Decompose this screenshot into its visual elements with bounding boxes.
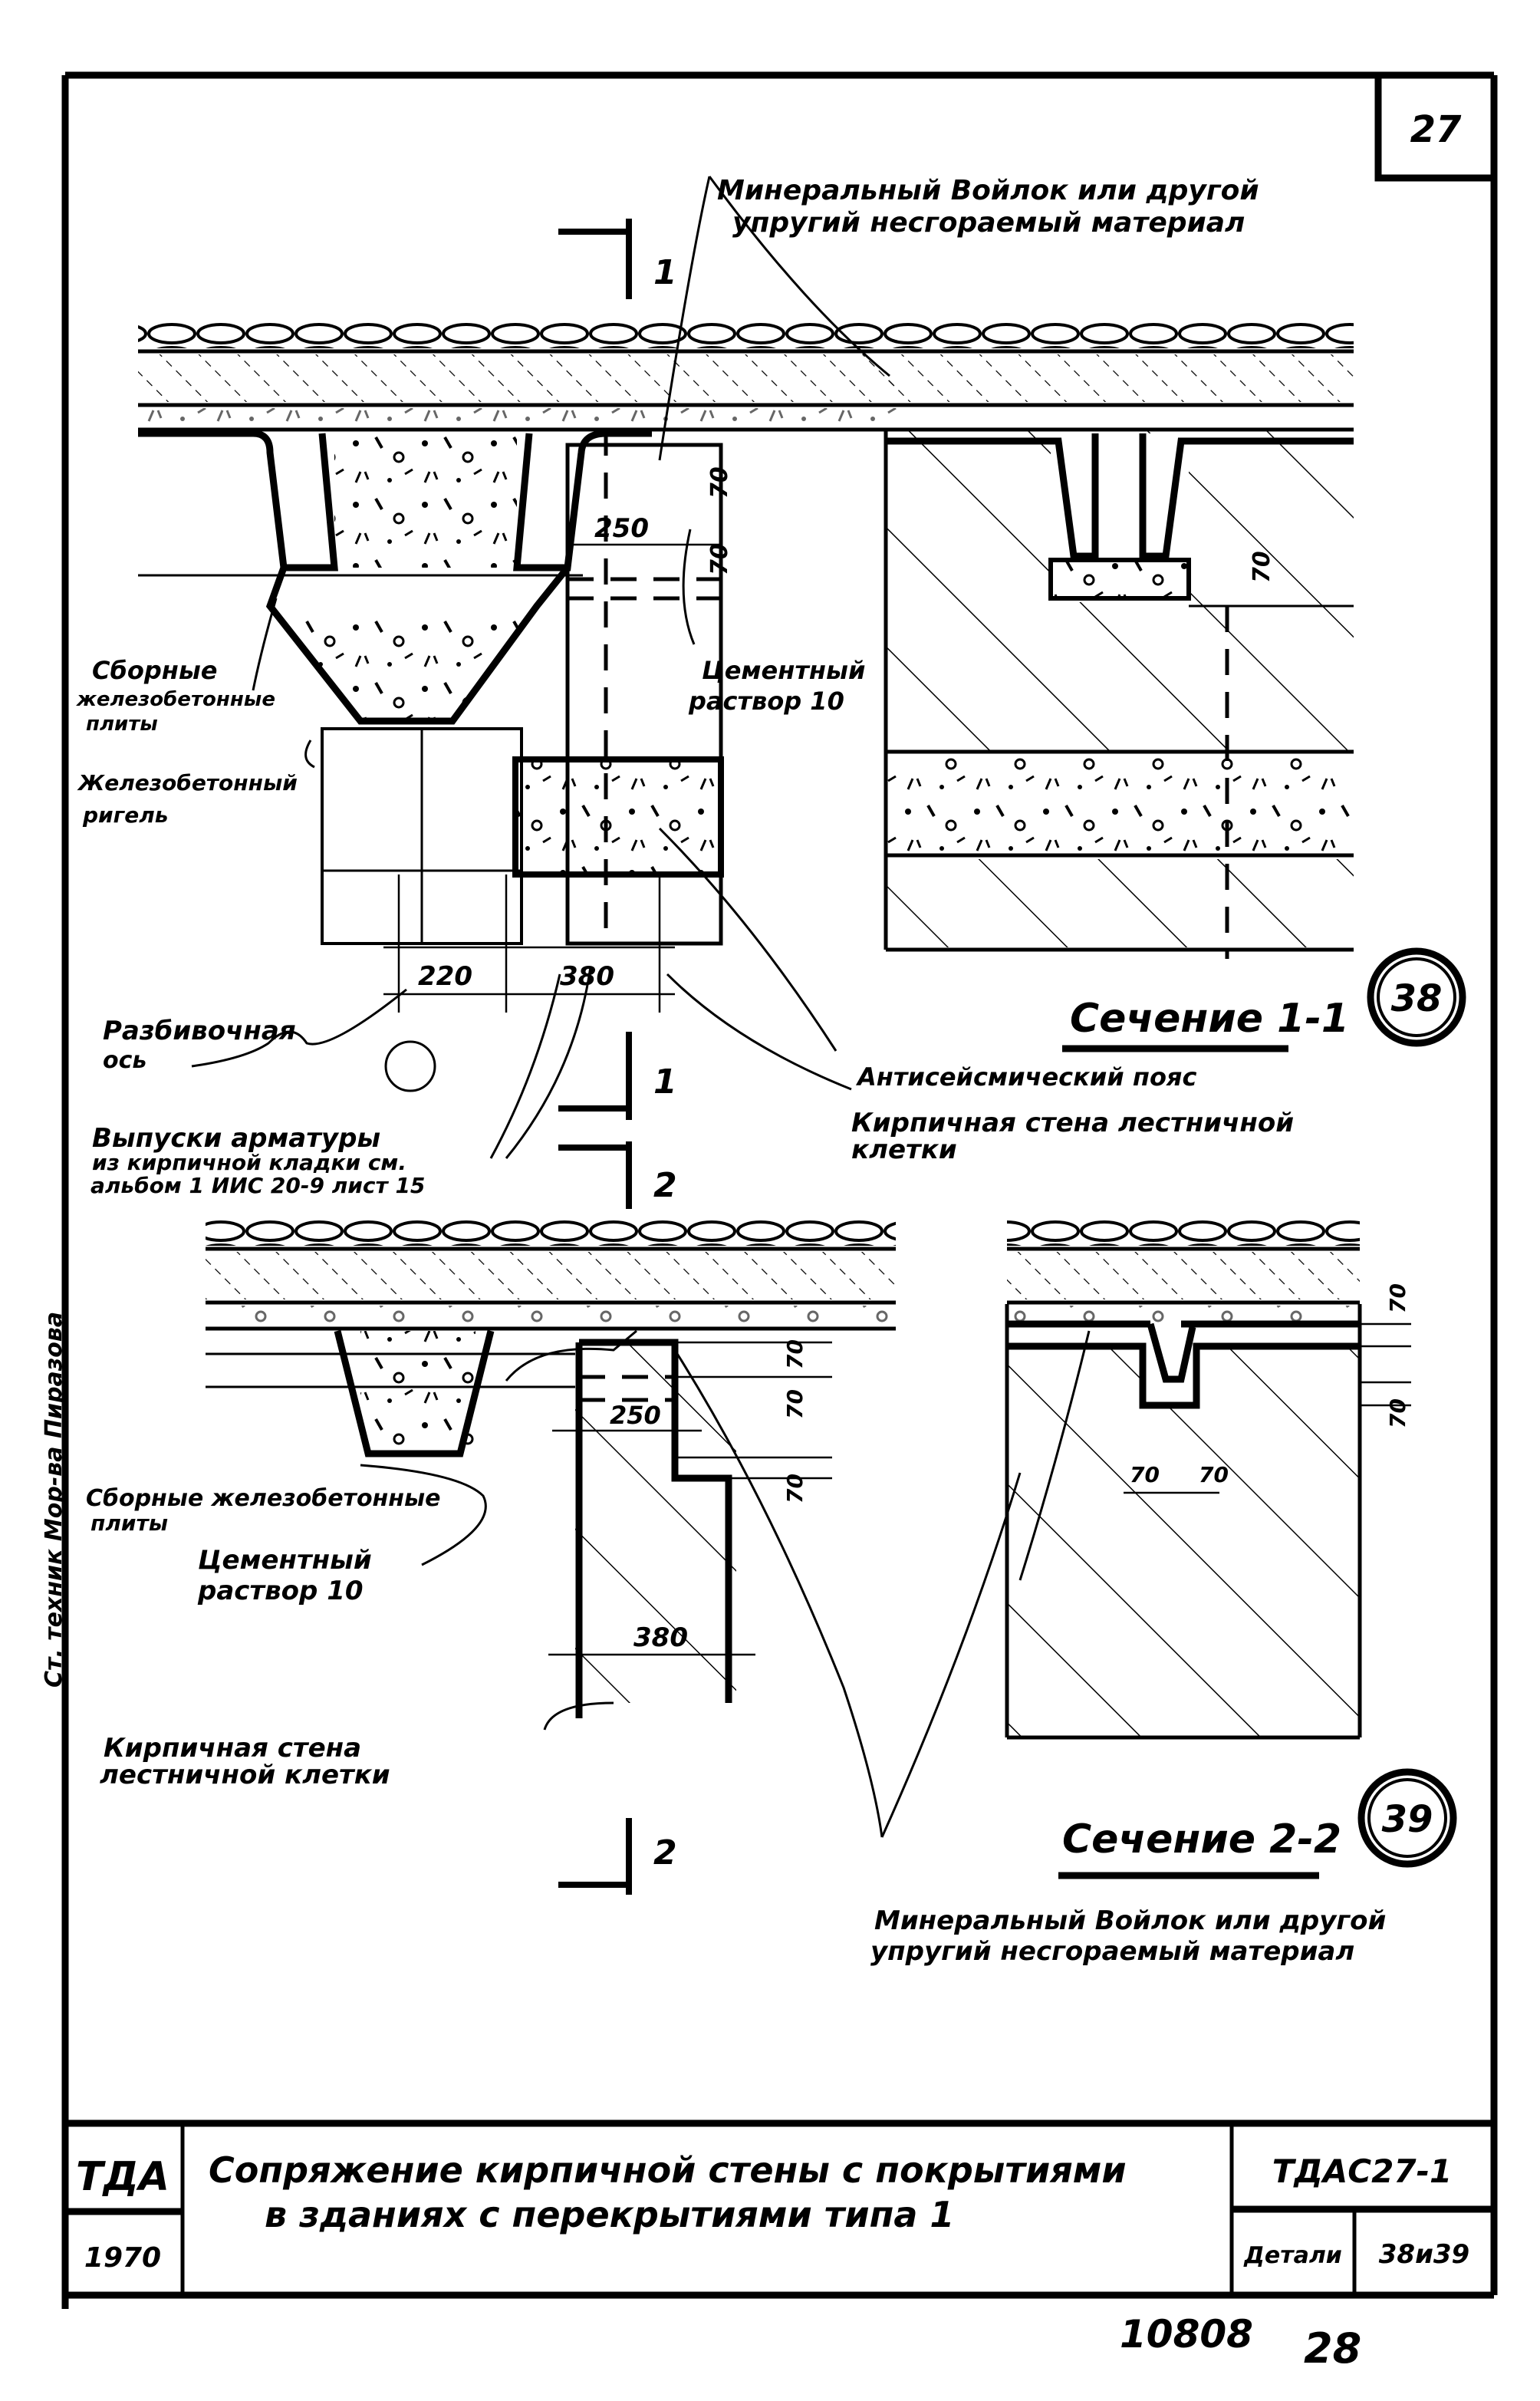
lower-left-detail: 250 380 70 70 70	[206, 1220, 896, 1838]
svg-text:железобетонные: железобетонные	[76, 688, 275, 711]
dim-70-upper-b: 70	[706, 543, 733, 575]
section-1-1-drawing: 70	[884, 322, 1354, 959]
svg-text:1: 1	[653, 253, 677, 292]
svg-text:Минеральный Войлок или другой: Минеральный Войлок или другой	[874, 1905, 1386, 1936]
svg-text:38: 38	[1391, 977, 1443, 1020]
dim-70-lower-mid: 70	[782, 1389, 808, 1419]
section-2-2-drawing: 70 70 70 70	[880, 1220, 1411, 1838]
svg-text:ригель: ригель	[82, 802, 169, 828]
svg-text:упругий несгораемый материал: упругий несгораемый материал	[732, 207, 1245, 239]
title-block: ТДА 1970 Сопряжение кирпичной стены с по…	[61, 2119, 1498, 2299]
svg-text:Минеральный Войлок или другой: Минеральный Войлок или другой	[717, 175, 1259, 206]
svg-text:раствор 10: раствор 10	[197, 1576, 364, 1606]
svg-text:плиты: плиты	[86, 713, 158, 736]
dim-220: 220	[418, 961, 472, 992]
svg-text:Цементный: Цементный	[702, 656, 865, 685]
detail-badge-38: 38	[1367, 947, 1466, 1047]
dim-70-section-1: 70	[1249, 551, 1275, 583]
callout-cement-mortar-lower: Цементный раствор 10	[197, 1545, 372, 1606]
svg-text:2: 2	[653, 1166, 677, 1205]
svg-text:альбом 1 ИИС 20-9 лист 15: альбом 1 ИИС 20-9 лист 15	[90, 1173, 425, 1198]
sheet-number: 27	[1410, 108, 1462, 151]
callout-rebar: Выпуски арматуры из кирпичной кладки см.…	[90, 1123, 425, 1198]
left-margin-stamp: Ст. техник Мор-ва Пиразова	[41, 1074, 69, 1688]
callout-rc-girder: Железобетонный ригель	[77, 770, 298, 828]
svg-text:39: 39	[1382, 1798, 1433, 1841]
section-2-2-title: Сечение 2-2	[1058, 1816, 1341, 1879]
details-label: Детали	[1243, 2242, 1342, 2269]
svg-text:из кирпичной кладки см.: из кирпичной кладки см.	[92, 1150, 406, 1175]
details-value: 38и39	[1379, 2239, 1469, 2270]
callout-brick-wall-lower: Кирпичная стена лестничной клетки	[100, 1733, 390, 1790]
svg-text:Разбивочная: Разбивочная	[103, 1016, 296, 1046]
callout-axis: Разбивочная ось	[103, 1016, 296, 1074]
svg-text:Антисейсмический пояс: Антисейсмический пояс	[855, 1062, 1196, 1092]
page-number: 28	[1304, 2324, 1361, 2373]
svg-text:Железобетонный: Железобетонный	[77, 770, 298, 795]
title-line-1: Сопряжение кирпичной стены с покрытиями	[209, 2149, 1127, 2191]
callout-brick-wall-upper: Кирпичная стена лестничной клетки	[851, 1108, 1294, 1165]
dim-70-s2-side: 70	[1385, 1398, 1410, 1428]
callout-precast-slabs-upper: Сборные железобетонные плиты	[76, 656, 275, 736]
svg-text:Кирпичная стена лестничной: Кирпичная стена лестничной	[851, 1108, 1294, 1138]
dim-250-lower: 250	[610, 1401, 661, 1430]
svg-text:Сборные: Сборные	[92, 656, 217, 685]
svg-text:лестничной клетки: лестничной клетки	[100, 1760, 390, 1790]
svg-text:Кирпичная стена: Кирпичная стена	[104, 1733, 361, 1764]
svg-text:раствор 10: раствор 10	[688, 687, 844, 716]
section-1-1-title: Сечение 1-1	[1062, 996, 1349, 1052]
section-marker-1-bottom: 1	[558, 1032, 677, 1120]
margin-signature-text: Ст. техник Мор-ва Пиразова	[41, 1312, 67, 1688]
svg-text:1: 1	[653, 1062, 677, 1102]
svg-text:Выпуски арматуры: Выпуски арматуры	[92, 1123, 380, 1154]
dim-70-lower-low: 70	[782, 1474, 808, 1504]
svg-text:Цементный: Цементный	[198, 1545, 372, 1576]
axis-marker	[384, 1040, 436, 1092]
section-marker-1-top: 1	[558, 219, 677, 299]
section-marker-2-bottom: 2	[558, 1818, 677, 1895]
svg-text:ось: ось	[103, 1047, 146, 1074]
dim-250-upper: 250	[594, 513, 649, 544]
svg-text:Сечение 1-1: Сечение 1-1	[1070, 996, 1349, 1042]
callout-mineral-felt-top: Минеральный Войлок или другой упругий не…	[717, 175, 1259, 239]
callout-cement-mortar-upper: Цементный раствор 10	[688, 656, 865, 716]
title-line-2: в зданиях с перекрытиями типа 1	[265, 2194, 954, 2235]
sheet-frame	[61, 71, 1498, 2309]
document-code: ТДАС27-1	[1272, 2152, 1453, 2190]
dim-380-lower: 380	[633, 1622, 688, 1653]
callout-seismic-belt: Антисейсмический пояс	[855, 1062, 1196, 1092]
dim-70-s2-left: 70	[1130, 1462, 1160, 1487]
section-marker-2-top: 2	[558, 1141, 677, 1209]
svg-text:2: 2	[653, 1833, 677, 1872]
org-code: ТДА	[76, 2154, 169, 2200]
dim-70-upper-a: 70	[706, 466, 733, 499]
svg-text:Сборные железобетонные: Сборные железобетонные	[86, 1485, 440, 1512]
dim-70-s2-top: 70	[1385, 1283, 1410, 1313]
svg-text:Сечение 2-2: Сечение 2-2	[1062, 1816, 1341, 1863]
sheet-number-box: 27	[1374, 75, 1494, 182]
svg-text:упругий несгораемый материал: упругий несгораемый материал	[870, 1936, 1354, 1967]
detail-badge-39: 39	[1357, 1768, 1457, 1868]
footer-numbers: 10808 28	[1120, 2312, 1361, 2373]
archive-number: 10808	[1120, 2312, 1253, 2357]
dim-70-s2-right: 70	[1199, 1462, 1229, 1487]
callout-precast-slabs-lower: Сборные железобетонные плиты	[86, 1485, 440, 1536]
svg-text:клетки: клетки	[851, 1135, 957, 1165]
callout-mineral-felt-lower: Минеральный Войлок или другой упругий не…	[870, 1905, 1386, 1967]
upper-left-detail: 250 70 70 220 380	[138, 176, 897, 1159]
svg-text:плиты: плиты	[90, 1510, 168, 1536]
dim-70-lower-top: 70	[782, 1339, 808, 1369]
year: 1970	[84, 2242, 161, 2274]
